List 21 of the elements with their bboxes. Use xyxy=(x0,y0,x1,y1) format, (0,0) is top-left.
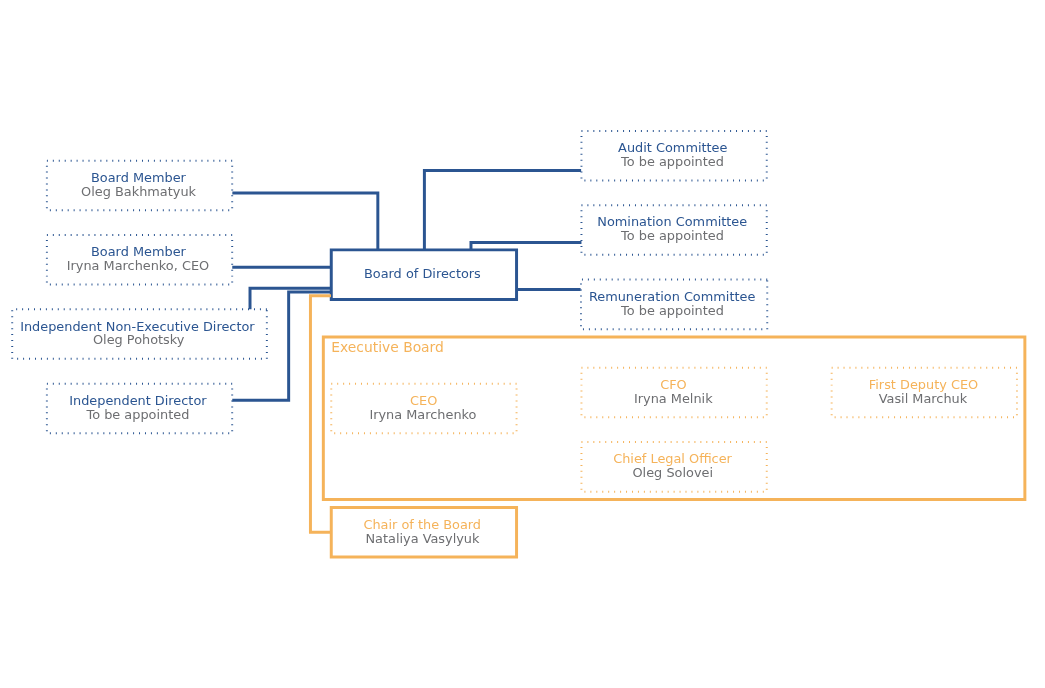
connector xyxy=(232,191,380,250)
connector xyxy=(232,265,331,269)
node-box: First Deputy CEO Vasil Marchuk xyxy=(830,366,1018,419)
node-box: Nomination Committee To be appointed xyxy=(580,204,768,256)
node-box: Board Member Iryna Marchenko, CEO xyxy=(45,234,234,286)
node-box: Audit Committee To be appointed xyxy=(580,129,768,182)
node-box: Board of Directors xyxy=(329,248,519,301)
node-box: Board Member Oleg Bakhmatyuk xyxy=(45,159,234,212)
node-box: CFO Iryna Melnik xyxy=(580,366,768,419)
connector xyxy=(469,240,582,250)
node-box: Remuneration Committee To be appointed xyxy=(579,278,769,331)
node-box: Independent Director To be appointed xyxy=(45,382,234,435)
connector xyxy=(232,290,332,402)
node-box: CEO Iryna Marchenko xyxy=(330,382,518,435)
node-box: Independent Non-Executive Director Oleg Pohotsky xyxy=(11,308,268,360)
connector xyxy=(422,169,582,250)
connector xyxy=(516,288,581,291)
connector xyxy=(248,286,332,310)
node-box: Chief Legal Officer Oleg Solovei xyxy=(580,441,768,493)
connector xyxy=(308,294,331,534)
node-box: Chair of the Board Nataliya Vasylyuk xyxy=(329,506,519,559)
